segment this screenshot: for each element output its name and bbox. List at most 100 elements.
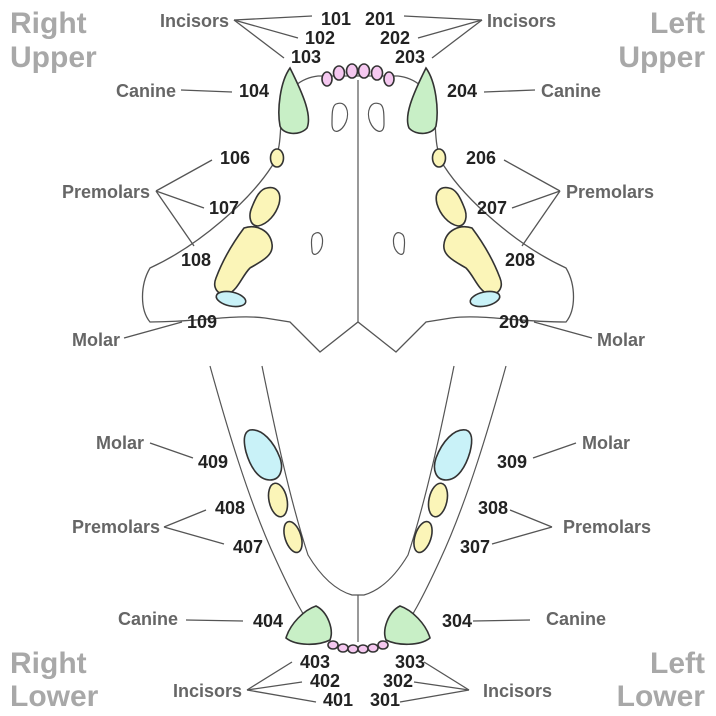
tooth-103 bbox=[321, 71, 333, 87]
leader-premolars-lower-right-2 bbox=[163, 526, 225, 545]
number-307: 307 bbox=[460, 537, 490, 557]
leader-premolars-lower-left-1 bbox=[509, 509, 553, 528]
label-premolars-lower-right: Premolars bbox=[72, 517, 160, 537]
number-106: 106 bbox=[220, 148, 250, 168]
label-canine-upper-right: Canine bbox=[116, 81, 176, 101]
leader-premolars-upper-left-3 bbox=[521, 190, 561, 247]
number-203: 203 bbox=[395, 47, 425, 67]
number-209: 209 bbox=[499, 312, 529, 332]
label-molar-upper-left: Molar bbox=[597, 330, 645, 350]
label-premolars-lower-left: Premolars bbox=[563, 517, 651, 537]
quadrant-left-upper-line2: Upper bbox=[618, 41, 705, 74]
number-202: 202 bbox=[380, 28, 410, 48]
tooth-203 bbox=[383, 71, 395, 87]
tooth-104 bbox=[278, 66, 310, 135]
leader-incisors-lower-right-1 bbox=[246, 661, 293, 691]
leader-incisors-upper-left-3 bbox=[431, 19, 483, 59]
tooth-101 bbox=[345, 63, 359, 79]
leader-canine-upper-right bbox=[180, 89, 233, 93]
leader-incisors-lower-right-3 bbox=[246, 689, 317, 703]
label-premolars-upper-left: Premolars bbox=[566, 182, 654, 202]
label-premolars-upper-right: Premolars bbox=[62, 182, 150, 202]
upper-foramen-left bbox=[392, 232, 406, 255]
tooth-302 bbox=[367, 643, 379, 653]
tooth-201 bbox=[357, 63, 371, 79]
tooth-303 bbox=[377, 640, 389, 650]
tooth-309 bbox=[433, 429, 473, 481]
number-402: 402 bbox=[310, 671, 340, 691]
number-408: 408 bbox=[215, 498, 245, 518]
lower-incisors bbox=[327, 640, 389, 654]
number-201: 201 bbox=[365, 9, 395, 29]
tooth-403 bbox=[327, 640, 339, 650]
number-407: 407 bbox=[233, 537, 263, 557]
leader-molar-lower-right bbox=[149, 442, 194, 459]
tooth-102 bbox=[332, 65, 346, 81]
label-incisors-upper-left: Incisors bbox=[487, 11, 556, 31]
label-molar-lower-right: Molar bbox=[96, 433, 144, 453]
quadrant-right-lower-line2: Lower bbox=[10, 680, 99, 713]
tooth-308 bbox=[427, 482, 449, 518]
tooth-407 bbox=[283, 520, 303, 554]
quadrant-right-upper-line2: Upper bbox=[10, 41, 97, 74]
leader-incisors-lower-left-3 bbox=[399, 689, 470, 703]
tooth-209 bbox=[469, 290, 501, 308]
quadrant-right-upper-line1: Right bbox=[10, 7, 87, 40]
label-incisors-upper-right: Incisors bbox=[160, 11, 229, 31]
label-incisors-lower-right: Incisors bbox=[173, 681, 242, 701]
lower-jaw-outline-left-inner bbox=[358, 365, 455, 596]
tooth-106 bbox=[269, 148, 285, 168]
number-404: 404 bbox=[253, 611, 283, 631]
number-104: 104 bbox=[239, 81, 269, 101]
leader-premolars-upper-right-3 bbox=[155, 190, 195, 247]
label-canine-upper-left: Canine bbox=[541, 81, 601, 101]
label-incisors-lower-left: Incisors bbox=[483, 681, 552, 701]
number-207: 207 bbox=[477, 198, 507, 218]
number-204: 204 bbox=[447, 81, 477, 101]
number-308: 308 bbox=[478, 498, 508, 518]
tooth-108 bbox=[213, 226, 273, 296]
leader-premolars-lower-left-2 bbox=[491, 526, 553, 545]
number-108: 108 bbox=[181, 250, 211, 270]
leader-molar-lower-left bbox=[532, 442, 577, 459]
tooth-202 bbox=[370, 65, 384, 81]
number-303: 303 bbox=[395, 652, 425, 672]
number-102: 102 bbox=[305, 28, 335, 48]
tooth-301 bbox=[357, 644, 369, 654]
tooth-204 bbox=[406, 66, 438, 135]
number-109: 109 bbox=[187, 312, 217, 332]
upper-foramen-right bbox=[310, 232, 324, 255]
tooth-107 bbox=[249, 186, 281, 227]
leader-canine-upper-left bbox=[483, 89, 536, 93]
tooth-304 bbox=[384, 605, 431, 646]
label-molar-upper-right: Molar bbox=[72, 330, 120, 350]
upper-incisors bbox=[321, 63, 395, 87]
leader-premolars-upper-left-2 bbox=[511, 190, 561, 209]
quadrant-right-lower-line1: Right bbox=[10, 647, 87, 680]
tooth-408 bbox=[267, 482, 289, 518]
leader-canine-lower-left bbox=[472, 619, 531, 622]
number-208: 208 bbox=[505, 250, 535, 270]
number-206: 206 bbox=[466, 148, 496, 168]
label-canine-lower-left: Canine bbox=[546, 609, 606, 629]
label-canine-lower-right: Canine bbox=[118, 609, 178, 629]
leader-premolars-upper-left-1 bbox=[503, 159, 561, 192]
leader-incisors-upper-left-2 bbox=[417, 19, 483, 39]
leader-premolars-upper-right-2 bbox=[155, 190, 205, 209]
number-401: 401 bbox=[323, 690, 353, 710]
leader-canine-lower-right bbox=[185, 619, 244, 622]
number-304: 304 bbox=[442, 611, 472, 631]
number-107: 107 bbox=[209, 198, 239, 218]
leader-incisors-upper-right-3 bbox=[233, 19, 285, 59]
quadrant-left-lower-line2: Lower bbox=[617, 680, 706, 713]
tooth-402 bbox=[337, 643, 349, 653]
label-molar-lower-left: Molar bbox=[582, 433, 630, 453]
leader-incisors-lower-left-2 bbox=[413, 681, 470, 691]
number-403: 403 bbox=[300, 652, 330, 672]
number-301: 301 bbox=[370, 690, 400, 710]
upper-palatine-opening-right bbox=[331, 102, 349, 132]
leader-molar-upper-right bbox=[123, 321, 183, 339]
lower-jaw-outline-right-inner bbox=[261, 365, 358, 596]
leader-premolars-upper-right-1 bbox=[155, 159, 213, 192]
